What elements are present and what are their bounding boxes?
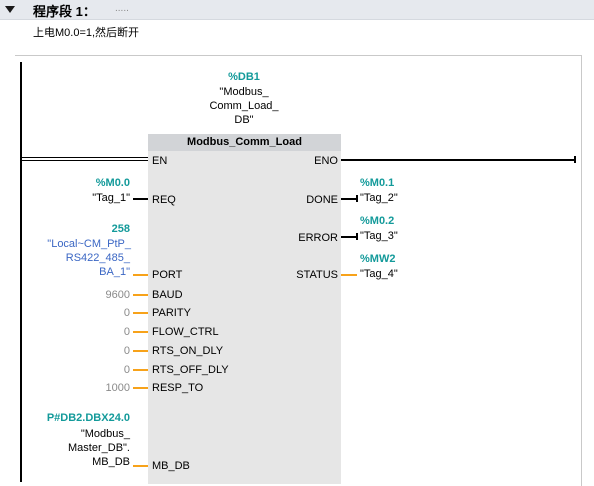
function-block-title[interactable]: Modbus_Comm_Load xyxy=(148,134,341,151)
network-header: 程序段 1： ..... xyxy=(0,0,594,20)
done-tag[interactable]: "Tag_2" xyxy=(360,192,398,204)
rts-off-dly-wire xyxy=(133,369,148,371)
error-address[interactable]: %M0.2 xyxy=(360,215,395,227)
ladder-area xyxy=(15,55,582,486)
baud-wire xyxy=(133,294,148,296)
pin-port: PORT xyxy=(152,269,183,281)
power-rail xyxy=(20,62,22,482)
port-name-line1[interactable]: "Local~CM_PtP_ xyxy=(47,238,131,250)
function-block[interactable]: Modbus_Comm_Load xyxy=(148,134,341,484)
resp-to-wire xyxy=(133,387,148,389)
en-wire-bottom xyxy=(22,160,148,161)
pin-flow-ctrl: FLOW_CTRL xyxy=(152,326,219,338)
flow-ctrl-value[interactable]: 0 xyxy=(123,326,130,338)
pin-error: ERROR xyxy=(298,232,338,244)
port-name-line2[interactable]: RS422_485_ xyxy=(65,252,130,264)
baud-value[interactable]: 9600 xyxy=(105,289,130,301)
network-comment[interactable]: ..... xyxy=(115,3,129,14)
flow-ctrl-wire xyxy=(133,331,148,333)
req-address[interactable]: %M0.0 xyxy=(95,177,130,189)
instance-db-name-line1[interactable]: "Modbus_ xyxy=(219,86,269,98)
mb-db-name-line2[interactable]: Master_DB". xyxy=(68,442,130,454)
pin-resp-to: RESP_TO xyxy=(152,382,204,394)
mb-db-name-line1[interactable]: "Modbus_ xyxy=(80,428,130,440)
pin-done: DONE xyxy=(306,194,338,206)
pin-en: EN xyxy=(152,155,168,167)
pin-mb-db: MB_DB xyxy=(152,460,190,472)
error-wire-end xyxy=(356,233,358,240)
rts-off-dly-value[interactable]: 0 xyxy=(123,364,130,376)
pin-baud: BAUD xyxy=(152,289,183,301)
rts-on-dly-wire xyxy=(133,350,148,352)
done-address[interactable]: %M0.1 xyxy=(360,177,395,189)
parity-value[interactable]: 0 xyxy=(123,307,130,319)
pin-parity: PARITY xyxy=(152,307,191,319)
instance-db-name-line2[interactable]: Comm_Load_ xyxy=(209,100,279,112)
req-tag[interactable]: "Tag_1" xyxy=(92,192,130,204)
eno-wire xyxy=(341,159,574,161)
port-value[interactable]: 258 xyxy=(111,223,130,235)
req-wire xyxy=(133,198,148,200)
pin-status: STATUS xyxy=(296,269,338,281)
mb-db-address[interactable]: P#DB2.DBX24.0 xyxy=(46,412,130,424)
status-tag[interactable]: "Tag_4" xyxy=(360,268,398,280)
resp-to-value[interactable]: 1000 xyxy=(105,382,130,394)
en-wire-top xyxy=(22,157,148,158)
pin-rts-on-dly: RTS_ON_DLY xyxy=(152,345,224,357)
error-wire xyxy=(341,236,358,238)
port-name-line3[interactable]: BA_1" xyxy=(99,266,130,278)
instance-db-address[interactable]: %DB1 xyxy=(228,71,260,83)
pin-req: REQ xyxy=(152,194,176,206)
pin-eno: ENO xyxy=(314,155,338,167)
network-title[interactable]: 程序段 1： xyxy=(33,4,96,19)
port-wire xyxy=(133,274,148,276)
pin-rts-off-dly: RTS_OFF_DLY xyxy=(152,364,229,376)
rts-on-dly-value[interactable]: 0 xyxy=(123,345,130,357)
status-address[interactable]: %MW2 xyxy=(360,253,396,265)
status-wire xyxy=(341,274,357,276)
network-description[interactable]: 上电M0.0=1,然后断开 xyxy=(33,27,140,39)
done-wire xyxy=(341,198,358,200)
collapse-triangle-icon[interactable] xyxy=(4,3,16,15)
error-tag[interactable]: "Tag_3" xyxy=(360,230,398,242)
mb-db-wire xyxy=(133,465,148,467)
eno-wire-end xyxy=(574,156,576,163)
done-wire-end xyxy=(356,195,358,202)
instance-db-name-line3[interactable]: DB" xyxy=(234,114,254,126)
mb-db-name-line3[interactable]: MB_DB xyxy=(92,456,130,468)
parity-wire xyxy=(133,312,148,314)
